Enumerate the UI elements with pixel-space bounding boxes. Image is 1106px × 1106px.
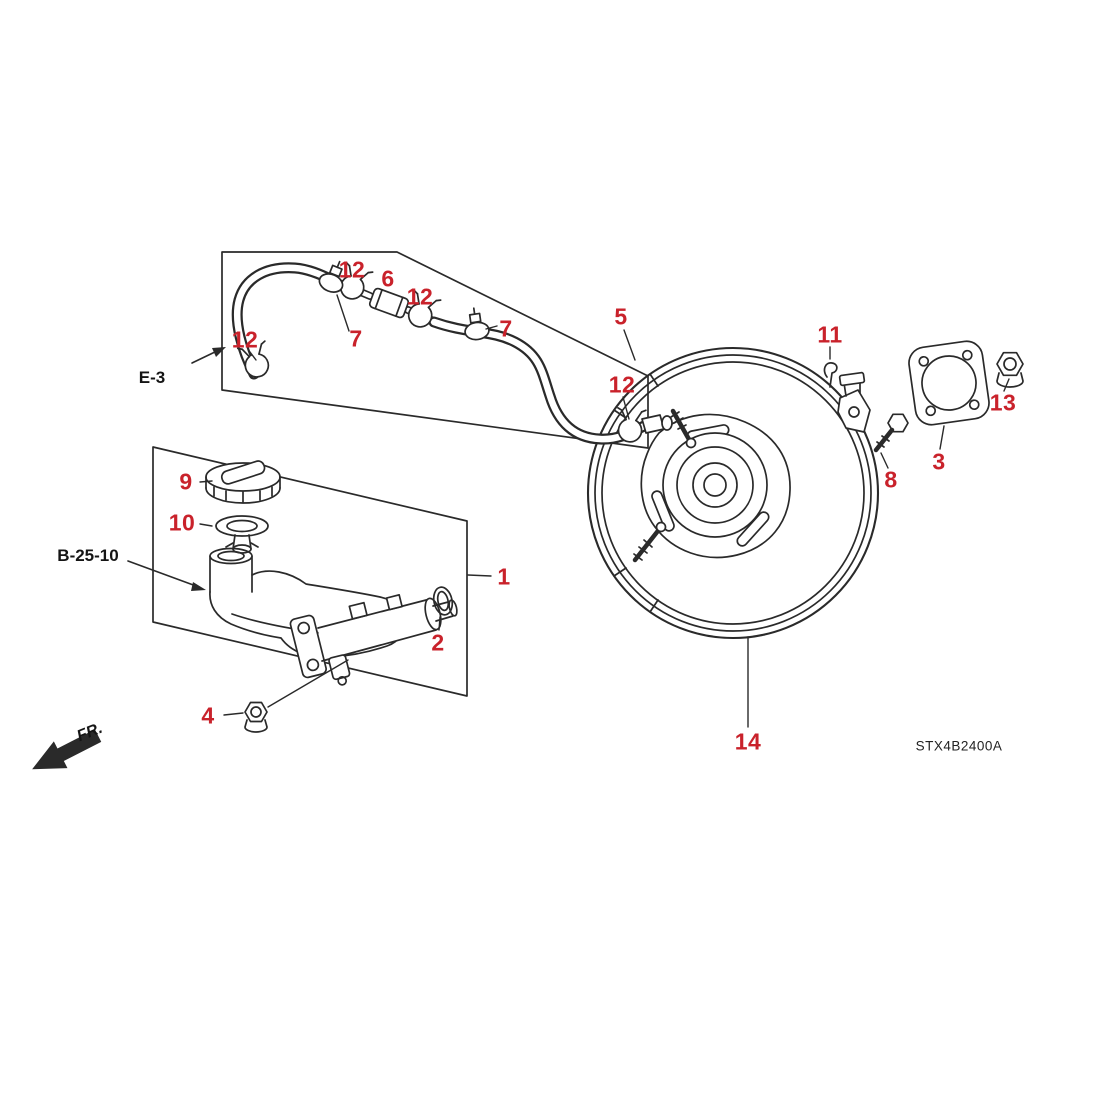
ref-e3-label: E-3 [138, 368, 166, 387]
vacuum-hose [231, 262, 650, 445]
master-cylinder [289, 594, 458, 686]
brake-booster [586, 346, 880, 640]
callout-4: 4 [201, 702, 215, 729]
leader-lines [199, 294, 1010, 728]
callout-8: 8 [884, 466, 898, 493]
hose-joint [368, 287, 410, 319]
flange-nut [244, 701, 268, 733]
retainer-clip [823, 362, 838, 388]
o-ring [432, 586, 454, 616]
reference-arrows [127, 347, 226, 591]
reservoir-cap [205, 460, 281, 504]
master-cylinder-group-box [152, 446, 468, 697]
gasket [908, 340, 990, 426]
callout-12c: 12 [406, 283, 434, 310]
callout-12d: 12 [608, 371, 636, 398]
callout-14: 14 [734, 728, 762, 755]
mounting-bolt [873, 413, 909, 453]
callout-7a: 7 [349, 325, 363, 352]
callout-10: 10 [168, 509, 196, 536]
callout-9: 9 [179, 468, 193, 495]
callout-11: 11 [817, 321, 843, 348]
ref-b2510-label: B-25-10 [57, 546, 119, 565]
callout-13: 13 [989, 389, 1017, 416]
booster-bracket [837, 371, 871, 433]
mounting-nut [996, 351, 1024, 388]
callout-7b: 7 [499, 315, 513, 342]
booster-stud-left [632, 521, 667, 563]
diagram-code: STX4B2400A [915, 738, 1003, 754]
check-valve [641, 414, 673, 434]
callout-5: 5 [614, 303, 628, 330]
callout-2: 2 [431, 629, 445, 656]
booster-stud-top [670, 408, 697, 449]
callout-6: 6 [381, 265, 395, 292]
callout-12a: 12 [231, 326, 259, 353]
hose-clamp-7-right [461, 305, 491, 342]
fr-direction-arrow [32, 729, 102, 770]
callout-3: 3 [932, 448, 946, 475]
hose-assembly-group-box [221, 251, 649, 449]
reservoir-strainer [215, 515, 269, 554]
callout-12b: 12 [338, 256, 366, 283]
callout-1: 1 [497, 563, 511, 590]
